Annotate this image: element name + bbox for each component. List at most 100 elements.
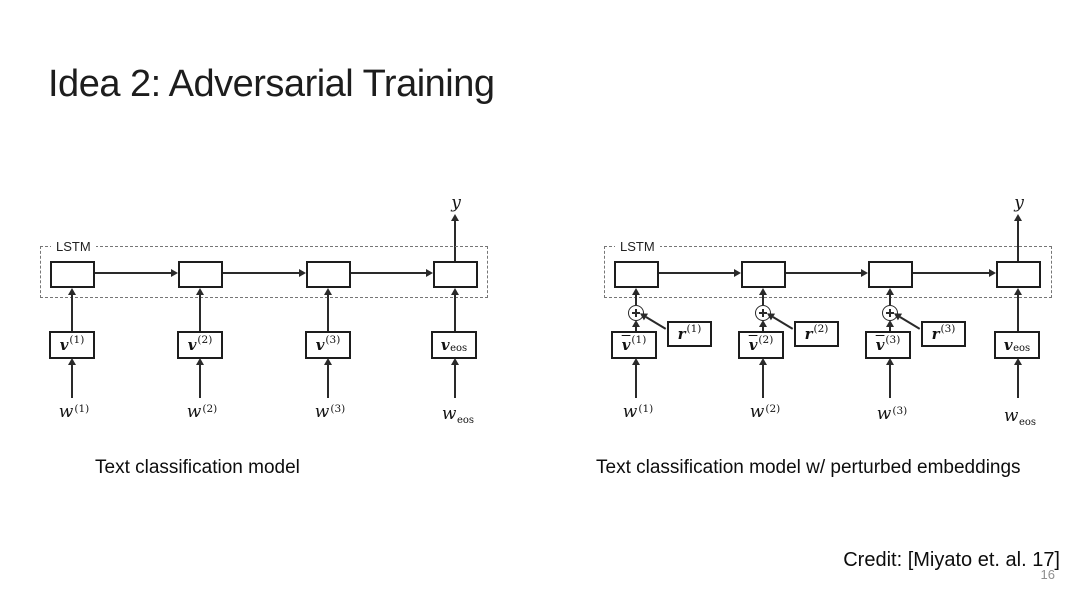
- embedding-subscript: eos: [1013, 343, 1031, 354]
- word-label: w(3): [315, 402, 345, 422]
- perturbation-box: r(1): [667, 321, 712, 347]
- embedding-symbol: v: [187, 336, 197, 354]
- word-symbol: w: [622, 402, 638, 422]
- perturbation-symbol: r: [931, 325, 940, 343]
- embedding-symbol: v: [59, 336, 69, 354]
- arrow-right-icon: [659, 269, 741, 277]
- embedding-symbol: v: [315, 336, 325, 354]
- arrow-up-icon: [759, 358, 767, 398]
- lstm-label: LSTM: [615, 239, 660, 254]
- arrow-up-icon: [451, 214, 459, 261]
- arrow-up-icon: [1014, 214, 1022, 261]
- word-superscript: (1): [74, 402, 90, 415]
- word-label: weos: [441, 404, 474, 426]
- arrow-right-icon: [913, 269, 996, 277]
- word-superscript: (2): [765, 402, 781, 415]
- lstm-dashed-box: [604, 246, 1052, 298]
- embedding-symbol: v: [748, 336, 758, 354]
- word-symbol: w: [58, 402, 74, 422]
- output-label: y: [1014, 193, 1024, 213]
- word-label: w(2): [750, 402, 780, 422]
- word-label: w(2): [187, 402, 217, 422]
- lstm-cell: [868, 261, 913, 288]
- arrow-up-icon: [632, 320, 640, 332]
- arrow-up-icon: [759, 288, 767, 305]
- arrow-up-icon: [886, 288, 894, 305]
- arrow-up-icon: [324, 358, 332, 398]
- word-label: w(3): [877, 404, 907, 424]
- embedding-symbol: v: [621, 336, 631, 354]
- arrow-up-icon: [324, 288, 332, 331]
- word-label: w(1): [623, 402, 653, 422]
- arrow-upleft-icon: [772, 316, 794, 330]
- output-label: y: [451, 193, 461, 213]
- lstm-cell: [741, 261, 786, 288]
- word-symbol: w: [441, 404, 457, 424]
- arrow-right-icon: [351, 269, 433, 277]
- arrow-up-icon: [886, 320, 894, 332]
- embedding-box: v(3): [305, 331, 351, 359]
- embedding-box: v(1): [611, 331, 657, 359]
- word-superscript: (2): [202, 402, 218, 415]
- embedding-superscript: (1): [631, 333, 647, 346]
- arrow-up-icon: [451, 288, 459, 331]
- page-title: Idea 2: Adversarial Training: [48, 63, 495, 105]
- arrow-up-icon: [759, 320, 767, 332]
- page-number: 16: [1040, 567, 1055, 582]
- embedding-superscript: (3): [885, 333, 901, 346]
- perturbation-box: r(2): [794, 321, 839, 347]
- word-label: weos: [1003, 406, 1037, 428]
- lstm-cell: [306, 261, 351, 288]
- arrow-up-icon: [68, 358, 76, 398]
- embedding-superscript: (1): [69, 333, 85, 346]
- lstm-cell: [178, 261, 223, 288]
- perturbation-symbol: r: [804, 325, 813, 343]
- word-symbol: w: [314, 402, 330, 422]
- word-superscript: (1): [638, 402, 654, 415]
- embedding-box: v(1): [49, 331, 95, 359]
- lstm-dashed-box: [40, 246, 488, 298]
- lstm-cell: [996, 261, 1041, 288]
- perturbation-superscript: (3): [940, 322, 956, 335]
- arrow-upleft-icon: [899, 316, 921, 330]
- perturbation-superscript: (1): [686, 322, 702, 335]
- credit-text: Credit: [Miyato et. al. 17]: [843, 549, 1060, 571]
- arrow-right-icon: [95, 269, 178, 277]
- embedding-superscript: (2): [197, 333, 213, 346]
- word-superscript: (3): [892, 404, 908, 417]
- right-diagram-caption: Text classification model w/ perturbed e…: [596, 457, 1021, 478]
- word-symbol: w: [876, 404, 892, 424]
- arrow-right-icon: [223, 269, 306, 277]
- arrow-up-icon: [1014, 288, 1022, 331]
- embedding-box: v(2): [738, 331, 784, 359]
- arrow-up-icon: [68, 288, 76, 331]
- arrow-up-icon: [886, 358, 894, 398]
- arrow-up-icon: [196, 358, 204, 398]
- embedding-subscript: eos: [450, 343, 468, 354]
- lstm-cell: [433, 261, 478, 288]
- word-symbol: w: [186, 402, 202, 422]
- word-label: w(1): [59, 402, 89, 422]
- embedding-superscript: (3): [325, 333, 341, 346]
- left-diagram-caption: Text classification model: [95, 457, 300, 478]
- perturbation-superscript: (2): [813, 322, 829, 335]
- embedding-symbol: v: [1003, 336, 1013, 354]
- arrow-up-icon: [632, 288, 640, 305]
- word-symbol: w: [1003, 406, 1019, 426]
- word-symbol: w: [749, 402, 765, 422]
- perturbation-box: r(3): [921, 321, 966, 347]
- embedding-symbol: v: [440, 336, 450, 354]
- word-subscript: eos: [1018, 416, 1037, 428]
- arrow-up-icon: [1014, 358, 1022, 398]
- arrow-up-icon: [451, 358, 459, 398]
- embedding-symbol: v: [875, 336, 885, 354]
- lstm-cell: [614, 261, 659, 288]
- embedding-superscript: (2): [758, 333, 774, 346]
- word-superscript: (3): [330, 402, 346, 415]
- arrow-up-icon: [632, 358, 640, 398]
- arrow-up-icon: [196, 288, 204, 331]
